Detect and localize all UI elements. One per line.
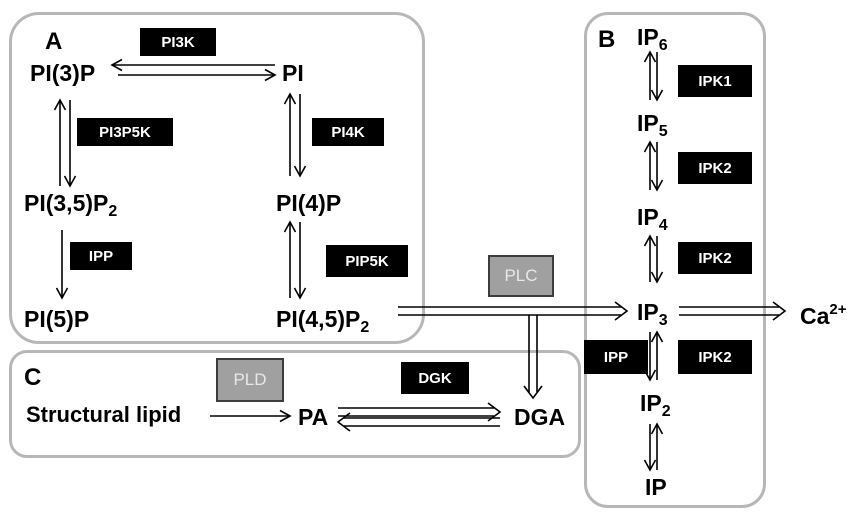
panel-a-box bbox=[9, 12, 425, 344]
arrow-ip5-to-ip6-back-head bbox=[643, 50, 657, 63]
panel-label-c: C bbox=[24, 364, 42, 391]
node-pi5p: PI(5)P bbox=[24, 306, 90, 332]
arrow-pi-to-pi4p-head bbox=[293, 165, 307, 178]
arrow-pi4p-to-pi45p2-head bbox=[293, 287, 307, 300]
panel-b-box bbox=[584, 12, 766, 508]
node-pi4p: PI(4)P bbox=[276, 190, 342, 216]
enzyme-plc: PLC bbox=[488, 255, 554, 297]
arrow-pi3p-to-pi-head bbox=[264, 68, 277, 82]
arrow-ip2-to-ip3-head bbox=[650, 330, 664, 343]
enzyme-ipk2-a: IPK2 bbox=[678, 152, 752, 184]
enzyme-ipp-b: IPP bbox=[584, 340, 648, 374]
enzyme-pi3p5k: PI3P5K bbox=[77, 118, 173, 146]
enzyme-ipp-a: IPP bbox=[70, 242, 132, 270]
node-calcium: Ca2+ bbox=[800, 301, 847, 329]
arrow-ip4-to-ip5-head bbox=[643, 140, 657, 153]
node-pi35p2: PI(3,5)P2 bbox=[24, 190, 118, 220]
node-ip3: IP3 bbox=[637, 299, 668, 329]
arrow-ip2-to-ip-head bbox=[643, 459, 657, 472]
arrow-ip3-to-calcium-head bbox=[772, 301, 787, 321]
arrow-ip6-to-ip5-head bbox=[650, 89, 664, 102]
arrow-pi-to-pi3p-head bbox=[110, 58, 123, 72]
arrow-plc-to-dga-head bbox=[523, 385, 543, 400]
enzyme-pip5k: PIP5K bbox=[326, 245, 408, 277]
arrow-dga-to-pa-head bbox=[336, 412, 351, 432]
arrow-pi45p2-to-pi4p-head bbox=[283, 220, 297, 233]
node-ip5: IP5 bbox=[637, 110, 668, 140]
panel-label-a: A bbox=[45, 28, 63, 55]
arrow-pi45p2-to-ip3-head bbox=[614, 301, 629, 321]
node-structural-lipid: Structural lipid bbox=[26, 402, 182, 427]
node-ip4: IP4 bbox=[637, 204, 668, 234]
enzyme-ipk2-c: IPK2 bbox=[678, 340, 752, 374]
enzyme-pld: PLD bbox=[216, 358, 284, 402]
arrow-ip3-to-ip4-head bbox=[643, 234, 657, 247]
enzyme-ipk2-b: IPK2 bbox=[678, 242, 752, 274]
enzyme-pi3k: PI3K bbox=[140, 28, 216, 56]
arrow-pi3p-to-pi35p2-head bbox=[63, 175, 77, 188]
node-ip6: IP6 bbox=[637, 24, 668, 54]
arrow-ip5-to-ip4-head bbox=[650, 179, 664, 192]
node-ip2: IP2 bbox=[640, 390, 671, 420]
enzyme-pi4k: PI4K bbox=[312, 118, 384, 146]
node-pi45p2: PI(4,5)P2 bbox=[276, 306, 370, 336]
panel-label-b: B bbox=[598, 26, 616, 53]
arrow-ip4-to-ip3-head bbox=[650, 271, 664, 284]
arrow-pi4p-to-pi-head bbox=[283, 92, 297, 105]
node-pi: PI bbox=[282, 60, 304, 86]
panel-c-box bbox=[9, 350, 581, 458]
node-pa: PA bbox=[298, 404, 329, 430]
arrow-ip-to-ip2-head bbox=[650, 422, 664, 435]
node-ip: IP bbox=[645, 474, 667, 500]
node-dga: DGA bbox=[514, 404, 566, 430]
arrow-structural-lipid-to-pa-head bbox=[279, 409, 292, 423]
enzyme-dgk: DGK bbox=[401, 362, 469, 394]
node-pi3p: PI(3)P bbox=[30, 60, 96, 86]
arrow-pi35p2-to-pi5p-head bbox=[55, 287, 69, 300]
enzyme-ipk1: IPK1 bbox=[678, 65, 752, 97]
arrow-pi35p2-to-pi3p-head bbox=[53, 98, 67, 111]
